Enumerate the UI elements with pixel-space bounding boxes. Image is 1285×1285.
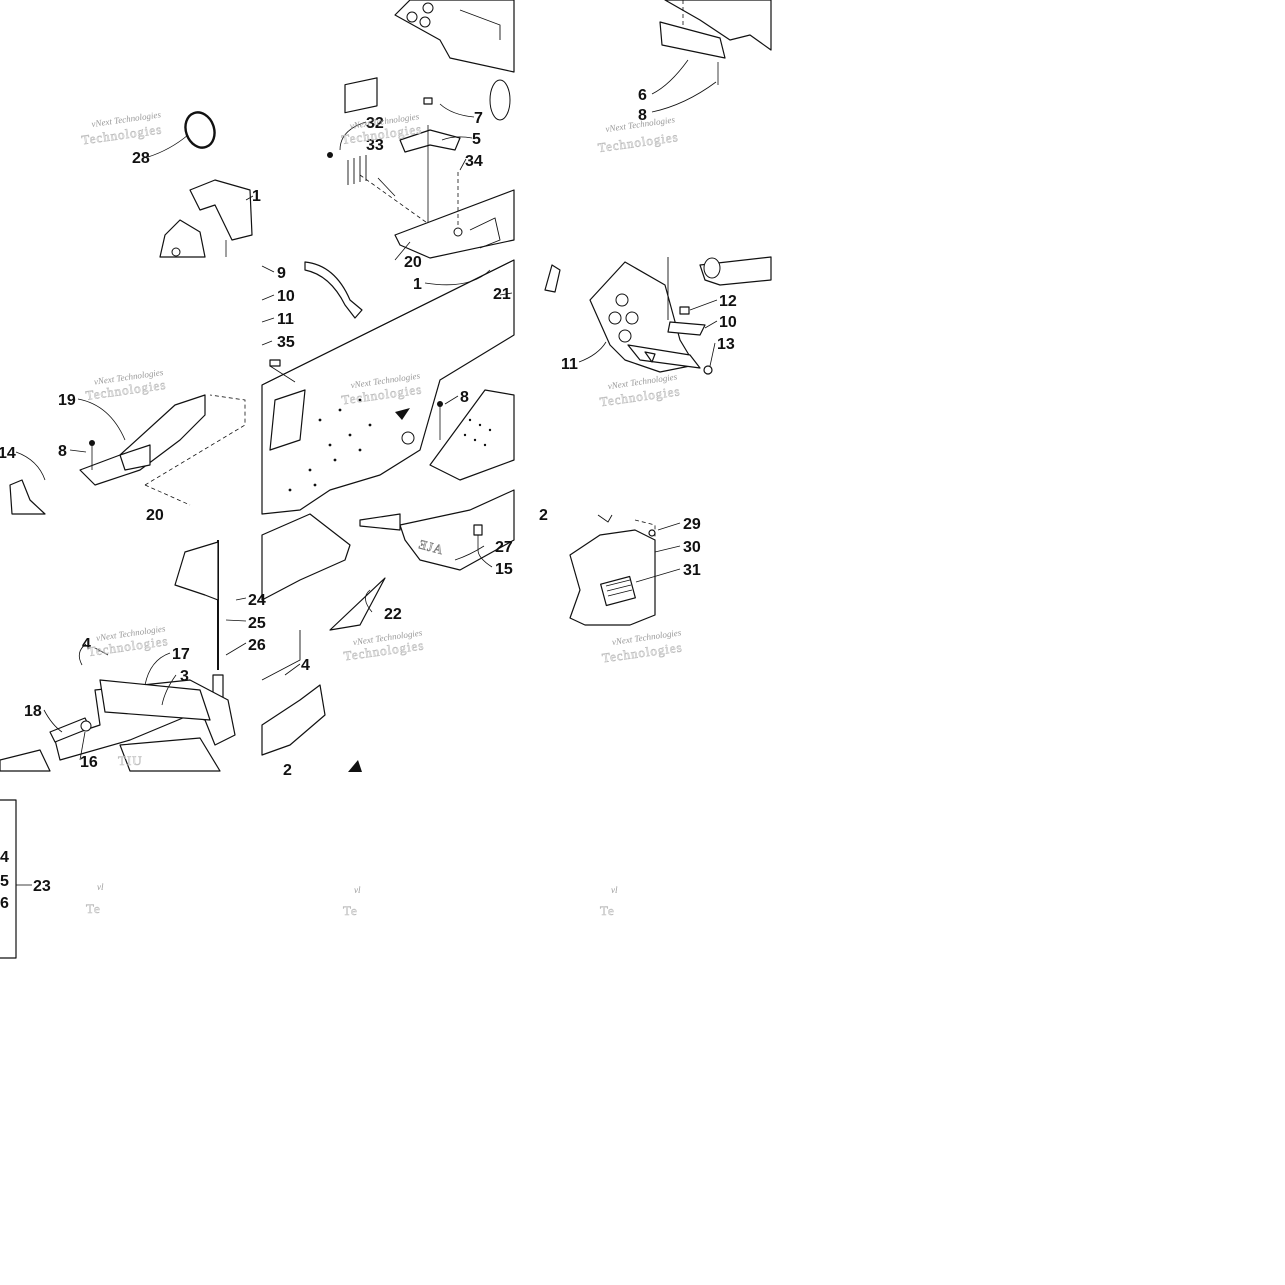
callout-5: 5	[472, 131, 481, 148]
callout-6b: 6	[0, 895, 9, 912]
callout-8c: 8	[638, 107, 647, 124]
callout-4b: 4	[82, 636, 91, 653]
callout-29: 29	[683, 516, 701, 533]
callout-6: 6	[638, 87, 647, 104]
tunnel-front	[394, 189, 515, 259]
callout-1: 1	[252, 188, 261, 205]
callout-33: 33	[366, 137, 384, 154]
callout-8b: 8	[58, 443, 67, 460]
svg-text:TIU: TIU	[118, 753, 143, 768]
voltage-regulator	[344, 77, 378, 114]
callout-28: 28	[132, 150, 150, 167]
callout-22: 22	[384, 606, 402, 623]
svg-text:ƎJA: ƎJA	[417, 536, 445, 557]
callout-2: 2	[539, 507, 548, 524]
callout-25: 25	[248, 615, 266, 632]
callout-4c: 4	[0, 849, 9, 866]
front-bracket	[189, 179, 253, 241]
side-plate	[159, 219, 206, 258]
callout-24: 24	[248, 592, 266, 609]
tile-5	[261, 259, 515, 515]
callout-11: 11	[277, 311, 294, 328]
mount-bracket	[399, 129, 461, 153]
callout-9: 9	[277, 265, 286, 282]
callout-2b: 2	[283, 762, 292, 779]
callout-3: 3	[180, 668, 189, 685]
tile-1	[159, 111, 253, 258]
callout-26: 26	[248, 637, 266, 654]
callout-5b: 5	[0, 873, 9, 890]
tile-8: ƎJA	[261, 489, 515, 772]
bracket-6	[659, 21, 726, 59]
link-10	[667, 321, 706, 336]
callout-35: 35	[277, 334, 295, 351]
leader-lines	[15, 59, 718, 761]
rear-frame-top	[664, 0, 772, 51]
rear-tunnel	[261, 513, 351, 601]
rear-bumper-mount	[79, 394, 206, 486]
callout-34: 34	[465, 153, 483, 170]
callout-31: 31	[683, 562, 701, 579]
callout-11b: 11	[561, 356, 578, 373]
watermark-stub: vl	[97, 882, 104, 892]
callout-23: 23	[33, 878, 51, 895]
snow-flap	[329, 577, 386, 631]
callout-14: 14	[0, 445, 16, 462]
safety-flag	[174, 541, 219, 601]
callout-labels: 28 1 32 33 7 5 34 20 1 21 9 10 11 35 8 1…	[0, 87, 737, 912]
tile-4	[9, 394, 246, 515]
callout-1b: 1	[413, 276, 422, 293]
retaining-ring	[184, 111, 216, 149]
bracket-14	[9, 479, 46, 515]
upper-frame	[394, 0, 515, 73]
callout-18: 18	[24, 703, 42, 720]
tile-6	[544, 256, 772, 375]
bumper-plate	[99, 679, 211, 721]
callout-32: 32	[366, 115, 384, 132]
callout-10b: 10	[719, 314, 737, 331]
callout-20: 20	[404, 254, 422, 271]
callout-13: 13	[717, 336, 735, 353]
callout-4: 4	[301, 657, 310, 674]
cover-30	[569, 529, 656, 626]
tile-9	[569, 514, 656, 626]
watermark-stub: Te	[343, 903, 358, 918]
running-board	[429, 389, 515, 481]
callout-17: 17	[172, 646, 190, 663]
callout-10: 10	[277, 288, 295, 305]
decal-kit-box	[0, 799, 17, 959]
side-plate-lower	[261, 684, 326, 756]
callout-30: 30	[683, 539, 701, 556]
tube	[304, 261, 363, 319]
callout-7: 7	[474, 110, 483, 127]
watermark-stub: Te	[86, 901, 101, 916]
callout-15: 15	[495, 561, 513, 578]
callout-8: 8	[460, 389, 469, 406]
watermark-stub: vl	[611, 885, 618, 895]
watermark-stub: vl	[354, 885, 361, 895]
tile-2	[327, 0, 515, 259]
callout-19: 19	[58, 392, 76, 409]
callout-16: 16	[80, 754, 98, 771]
callout-12: 12	[719, 293, 737, 310]
legend-strip	[0, 799, 32, 959]
callout-27: 27	[495, 539, 513, 556]
tunnel	[261, 259, 515, 515]
warning-decal	[600, 575, 636, 607]
mud-flap	[399, 489, 515, 571]
watermark-stub: Te	[600, 903, 615, 918]
tile-7: TIU	[0, 540, 236, 772]
tile-3	[659, 0, 772, 85]
callout-21: 21	[493, 286, 511, 303]
callout-20b: 20	[146, 507, 164, 524]
